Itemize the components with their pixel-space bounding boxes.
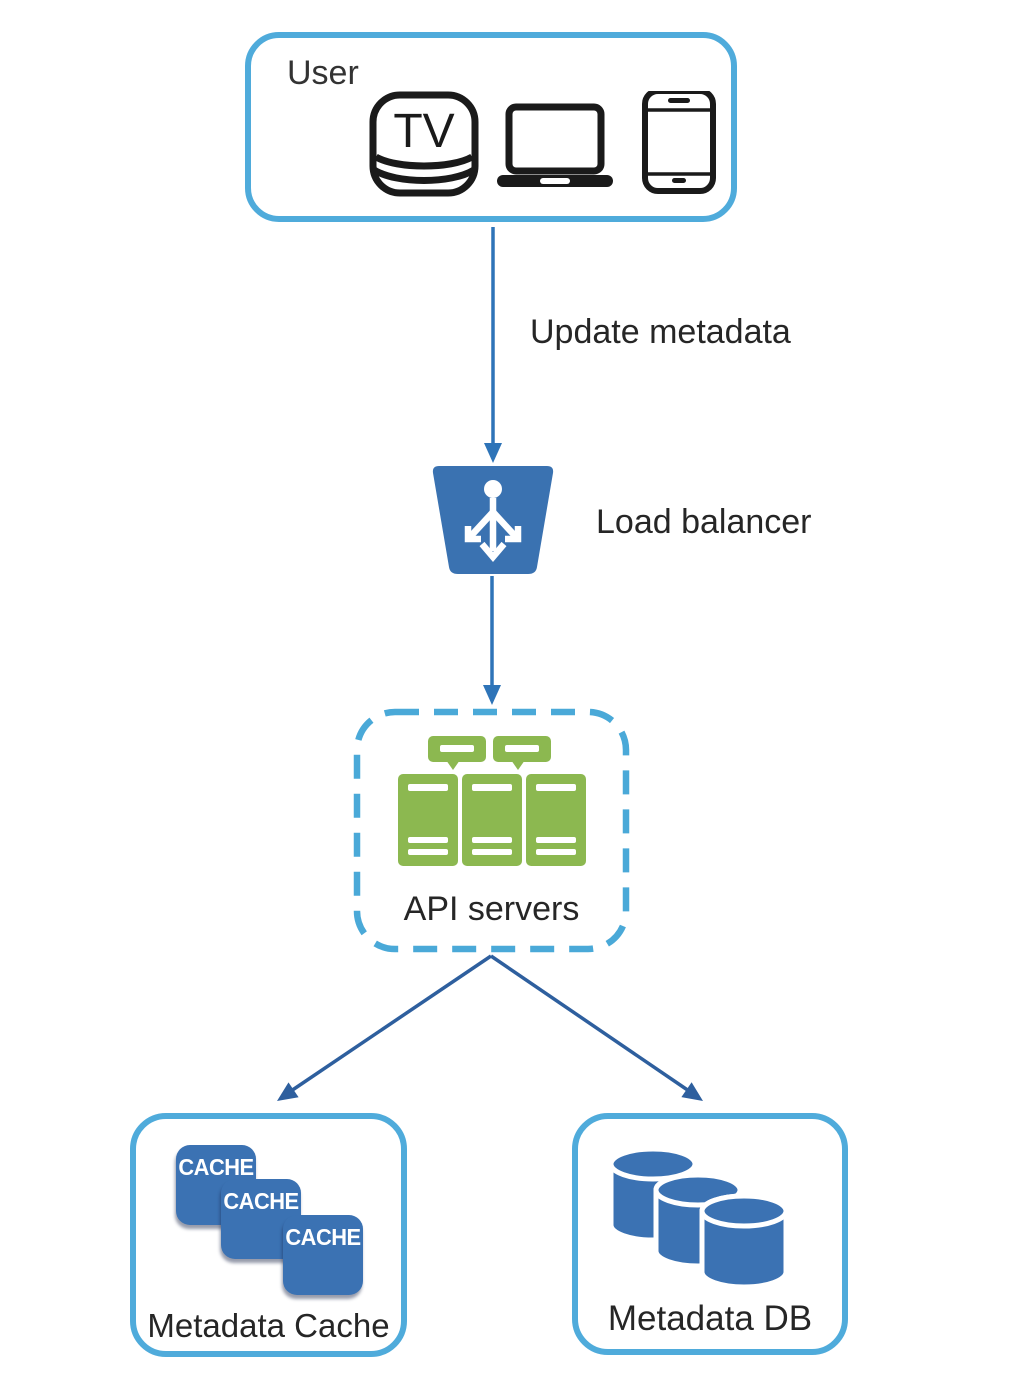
laptop-icon (497, 103, 613, 187)
cache-block-label: CACHE (223, 1188, 299, 1214)
user-label: User (287, 54, 359, 92)
api-servers-icon (398, 736, 586, 866)
update-metadata-label: Update metadata (530, 313, 791, 351)
api-servers-dashed-border (353, 708, 630, 953)
cache-block-icon: CACHE (283, 1215, 363, 1295)
user-box: User TV (245, 32, 737, 222)
cache-block-label: CACHE (285, 1224, 361, 1250)
arrow-load-balancer-to-api (483, 576, 501, 705)
tv-text: TV (393, 105, 454, 158)
metadata-cache-label: Metadata Cache (147, 1307, 390, 1344)
cache-block-label: CACHE (178, 1154, 254, 1180)
db-cylinder (699, 1193, 789, 1290)
tv-icon: TV (369, 91, 479, 197)
arrow-api-to-cache (277, 954, 492, 1101)
arrow-api-to-db (490, 954, 703, 1101)
smartphone-icon (642, 91, 716, 194)
user-devices-icons: TV (369, 91, 716, 197)
database-cylinders-icon (608, 1149, 789, 1290)
metadata-db-label: Metadata DB (607, 1299, 813, 1338)
server-back-bubbles (428, 736, 551, 770)
arrow-user-to-load-balancer (484, 227, 502, 463)
api-servers-label: API servers (403, 890, 580, 928)
cache-block-icon: CACHE (176, 1145, 256, 1225)
metadata-db-box: Metadata DB (572, 1113, 848, 1355)
api-servers-box: API servers (353, 708, 630, 953)
metadata-cache-box: CACHE CACHE CACHE Metadata Cache (130, 1113, 407, 1357)
load-balancer-icon (432, 466, 554, 574)
load-balancer-label: Load balancer (596, 503, 812, 541)
